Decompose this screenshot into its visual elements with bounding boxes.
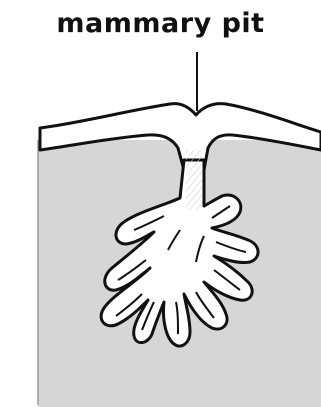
stalk-hatching xyxy=(186,150,202,210)
